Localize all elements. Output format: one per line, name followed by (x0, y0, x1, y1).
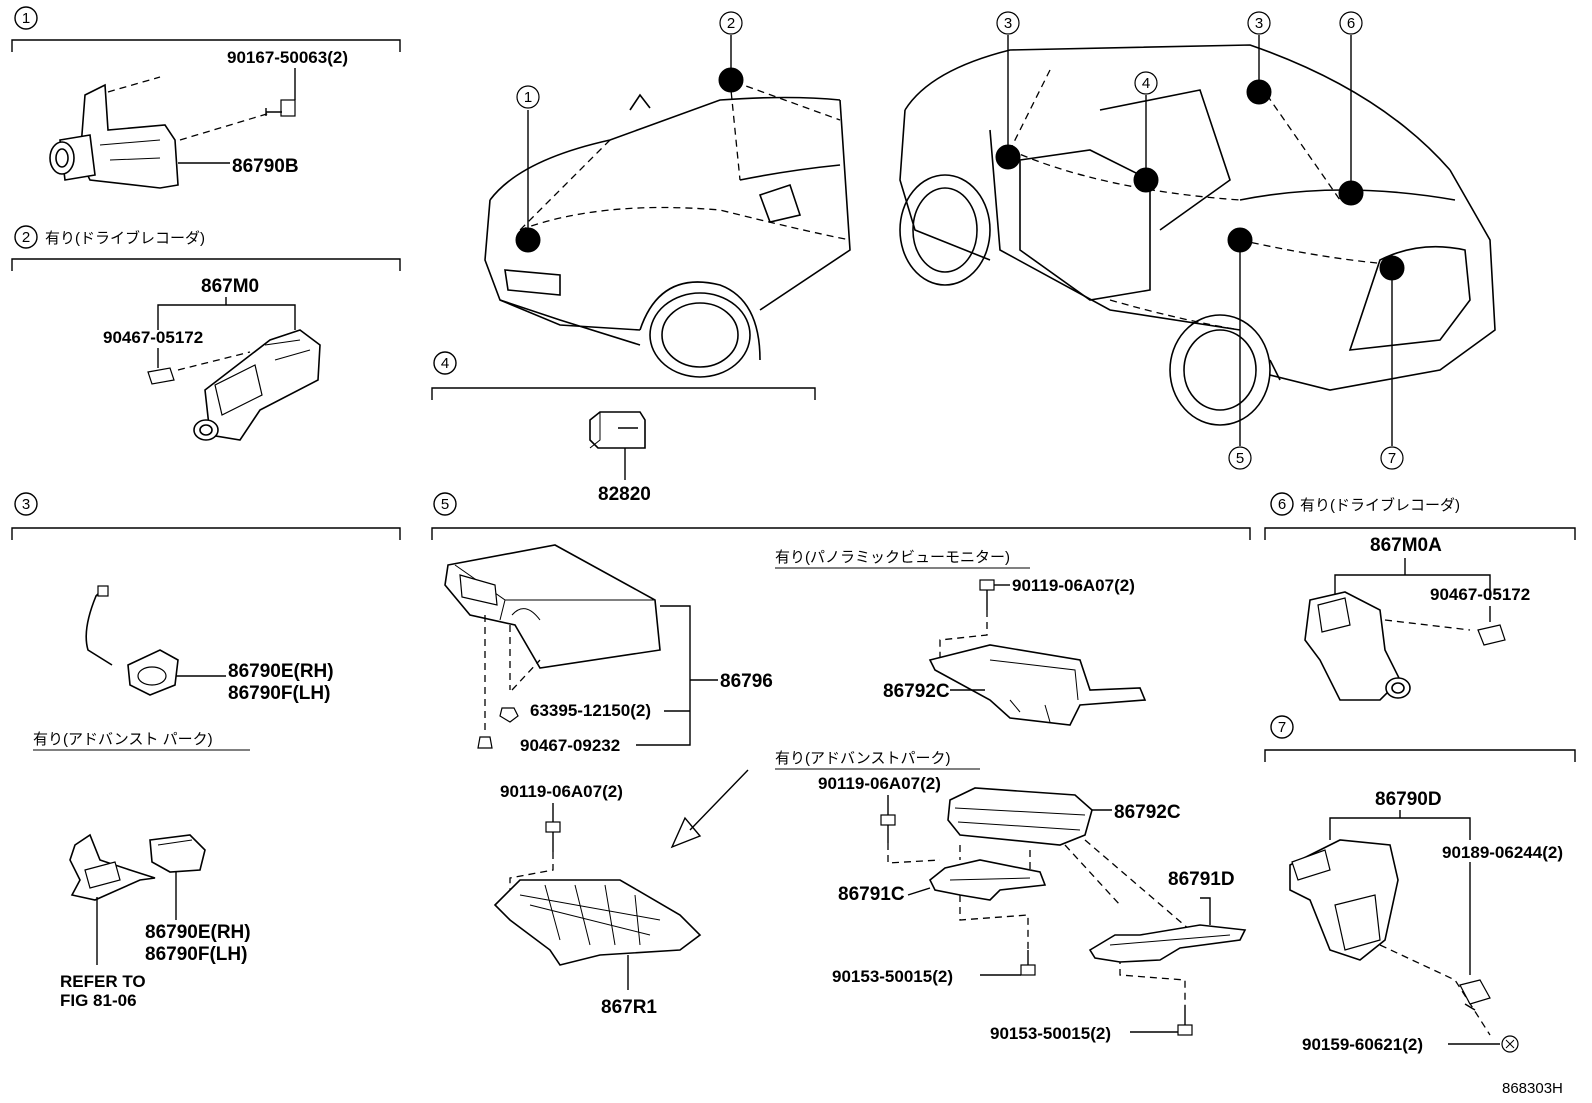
section-2: 2 有り(ドライブレコーダ) 867M0 90467-05172 (11, 225, 401, 441)
label-s4-switch[interactable]: 82820 (598, 484, 651, 505)
ecu-part-86792c-b (928, 644, 1147, 726)
section-6-note: 有り(ドライブレコーダ) (1300, 496, 1460, 514)
ecu-part-86792c-c (947, 787, 1093, 846)
callout-2: 2 (727, 15, 735, 32)
location-marker-6 (1338, 180, 1364, 206)
bolt-part-s1 (265, 99, 296, 117)
location-marker-7 (1379, 255, 1405, 281)
bracket-part-86791d (1088, 924, 1247, 963)
bolt-part-s5a (545, 821, 561, 852)
diagram-code: 868303H (1502, 1080, 1563, 1097)
label-s7-screw[interactable]: 90159-60621(2) (1302, 1035, 1423, 1054)
label-s3b-lh[interactable]: 86790F(LH) (145, 944, 247, 965)
label-s5-bracket-a[interactable]: 867R1 (601, 997, 657, 1018)
label-s2-assy[interactable]: 867M0 (201, 276, 259, 297)
reference-line-2[interactable]: FIG 81-06 (60, 991, 137, 1010)
callout-3b: 3 (1255, 15, 1263, 32)
bracket-part-86791c (928, 859, 1047, 901)
mirror-camera-part-s3 (69, 833, 156, 901)
label-s3-lh[interactable]: 86790F(LH) (228, 683, 330, 704)
bolt-part-s5b (979, 579, 995, 610)
section-3-number: 3 (22, 496, 30, 513)
callout-4: 4 (1142, 75, 1150, 92)
label-s3-rh[interactable]: 86790E(RH) (228, 661, 334, 682)
label-s6-assy[interactable]: 867M0A (1370, 535, 1442, 556)
reference-line-1[interactable]: REFER TO (60, 972, 146, 991)
section-1-number: 1 (22, 10, 30, 27)
location-marker-2 (718, 67, 744, 93)
label-s6-clip[interactable]: 90467-05172 (1430, 585, 1530, 604)
drive-recorder-part-s2 (193, 329, 321, 441)
label-s1-bolt[interactable]: 90167-50063(2) (227, 48, 348, 67)
label-s5-bolt-d[interactable]: 90153-50015(2) (832, 967, 953, 986)
direction-arrow (670, 769, 749, 849)
switch-part-s4 (589, 411, 646, 449)
label-s5-bolt-c[interactable]: 90119-06A07(2) (818, 774, 941, 793)
camera-part-s7 (1289, 839, 1399, 961)
label-s7-camera[interactable]: 86790D (1375, 789, 1442, 810)
label-s5-ecu-b[interactable]: 86792C (883, 681, 950, 702)
section-6: 6 有り(ドライブレコーダ) 867M0A 90467-05172 (1264, 492, 1576, 701)
ecu-part-86796 (444, 544, 661, 669)
clip-part-s2 (147, 367, 175, 385)
label-s5-ecu-c[interactable]: 86792C (1114, 802, 1181, 823)
side-camera-part-s3 (85, 585, 179, 696)
callout-3a: 3 (1004, 15, 1012, 32)
drive-recorder-part-s6 (1304, 591, 1411, 701)
clip-part-s6 (1477, 624, 1506, 646)
callout-7: 7 (1388, 450, 1396, 467)
label-s5-bracket-d[interactable]: 86791D (1168, 869, 1235, 890)
section-4-number: 4 (441, 355, 449, 372)
label-s5-nut[interactable]: 63395-12150(2) (530, 701, 651, 720)
section-5-number: 5 (441, 496, 449, 513)
bolt-part-s5e (1177, 1005, 1193, 1036)
bolt-part-s5c (880, 814, 896, 843)
section-7-number: 7 (1278, 719, 1286, 736)
label-s5-ecu[interactable]: 86796 (720, 671, 773, 692)
label-s5-bolt-b[interactable]: 90119-06A07(2) (1012, 576, 1135, 595)
label-s5-bracket-c[interactable]: 86791C (838, 884, 905, 905)
screw-part-s7 (1501, 1035, 1519, 1053)
front-car-view: 1 2 (484, 11, 851, 378)
label-s5-bolt-a[interactable]: 90119-06A07(2) (500, 782, 623, 801)
location-marker-3a (995, 144, 1021, 170)
bracket-part-867r1 (493, 879, 702, 966)
label-s5-clip[interactable]: 90467-09232 (520, 736, 620, 755)
label-s5-bolt-e[interactable]: 90153-50015(2) (990, 1024, 1111, 1043)
location-marker-4 (1133, 167, 1159, 193)
callout-5: 5 (1236, 450, 1244, 467)
camera-part-s1 (49, 83, 179, 189)
label-s2-clip[interactable]: 90467-05172 (103, 328, 203, 347)
camera-body-part-s3b (149, 834, 206, 873)
callout-1: 1 (524, 89, 532, 106)
section-3: 3 86790E(RH) 86790F(LH) 有り(アドバンスト パーク) R… (11, 492, 401, 1010)
section-6-number: 6 (1278, 496, 1286, 513)
bolt-part-s5d (1020, 950, 1036, 976)
label-s7-clip[interactable]: 90189-06244(2) (1442, 843, 1563, 862)
advanced-park-note-s5: 有り(アドバンストパーク) (775, 750, 950, 767)
section-2-note: 有り(ドライブレコーダ) (45, 229, 205, 247)
section-5: 5 86796 63395-12150(2) 90467-09232 90119… (431, 492, 1251, 1043)
label-s3b-rh[interactable]: 86790E(RH) (145, 922, 251, 943)
clip-part-s7 (1459, 979, 1491, 1011)
clip-part-s5 (477, 736, 493, 749)
location-marker-3b (1246, 79, 1272, 105)
panoramic-note-s5: 有り(パノラミックビューモニター) (775, 549, 1010, 566)
section-1: 1 90167-50063(2) 86790B (11, 6, 401, 189)
advanced-park-note-s3: 有り(アドバンスト パーク) (33, 731, 213, 748)
nut-part-s5 (499, 707, 519, 723)
section-7: 7 86790D 90189-06244(2) 90159-60621(2) (1264, 715, 1576, 1054)
section-2-number: 2 (22, 229, 30, 246)
location-marker-5 (1227, 227, 1253, 253)
callout-6: 6 (1347, 15, 1355, 32)
rear-car-view: 3 3 4 5 6 7 (899, 11, 1496, 470)
label-s1-camera[interactable]: 86790B (232, 156, 299, 177)
section-4: 4 82820 (431, 351, 816, 505)
location-marker-1 (515, 227, 541, 253)
